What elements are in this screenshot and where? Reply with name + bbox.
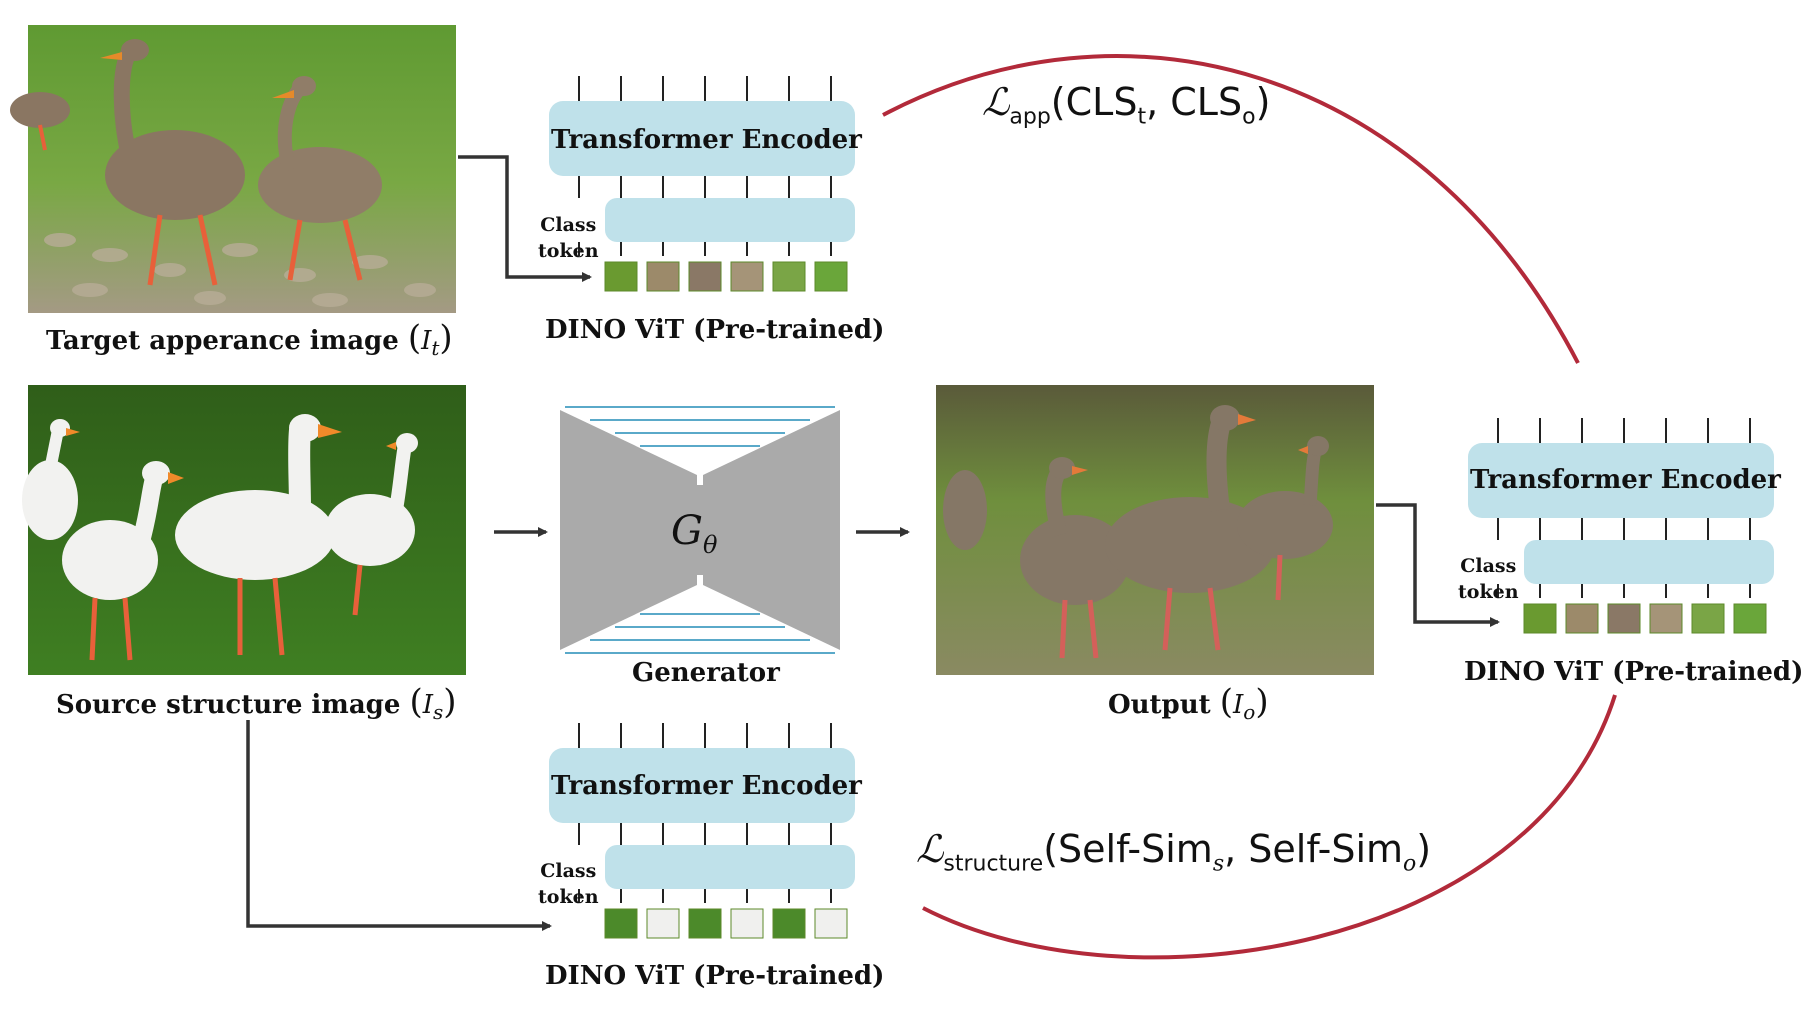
generator-block bbox=[560, 406, 840, 654]
embedding-box bbox=[605, 198, 855, 242]
embedding-box bbox=[605, 845, 855, 889]
target-appearance-image bbox=[10, 25, 456, 313]
image-patch bbox=[688, 908, 722, 939]
image-patch bbox=[1649, 603, 1683, 634]
encoder-groups bbox=[549, 76, 1774, 939]
encoder-stack-3 bbox=[1468, 418, 1774, 634]
encoder-2-title: Transformer Encoder bbox=[551, 771, 862, 801]
target-caption: Target apperance image (It) bbox=[46, 318, 453, 361]
generator-symbol: Gθ bbox=[671, 508, 718, 559]
image-patch bbox=[604, 261, 638, 292]
image-patch bbox=[1565, 603, 1599, 634]
image-patch bbox=[1523, 603, 1557, 634]
transformer-encoder-box bbox=[549, 101, 855, 176]
appearance-loss-label: ℒapp(CLSt, CLSo) bbox=[982, 80, 1271, 130]
encoder-1-caption: DINO ViT (Pre-trained) bbox=[545, 315, 885, 345]
image-patch bbox=[772, 261, 806, 292]
encoder-2-caption: DINO ViT (Pre-trained) bbox=[545, 961, 885, 991]
loss-arcs bbox=[882, 54, 1617, 960]
encoder-3-title: Transformer Encoder bbox=[1470, 465, 1781, 495]
image-patch bbox=[814, 261, 848, 292]
image-patch bbox=[730, 908, 764, 939]
encoder-stack-2 bbox=[549, 723, 855, 939]
embedding-box bbox=[1524, 540, 1774, 584]
encoder-1-title: Transformer Encoder bbox=[551, 125, 862, 155]
image-patch bbox=[604, 908, 638, 939]
source-structure-image bbox=[22, 385, 466, 675]
encoder-stack-1 bbox=[549, 76, 855, 292]
flow-arrows bbox=[246, 155, 1500, 931]
structure-loss-label: ℒstructure(Self-Sims, Self-Simo) bbox=[916, 827, 1432, 877]
image-patch bbox=[1733, 603, 1767, 634]
image-patch bbox=[1607, 603, 1641, 634]
image-patch bbox=[688, 261, 722, 292]
encoder-3-caption: DINO ViT (Pre-trained) bbox=[1464, 657, 1804, 687]
image-patch bbox=[646, 908, 680, 939]
image-patch bbox=[814, 908, 848, 939]
source-caption: Source structure image (Is) bbox=[56, 682, 457, 725]
output-caption: Output (Io) bbox=[1108, 682, 1269, 725]
transformer-encoder-box bbox=[549, 748, 855, 823]
image-patch bbox=[646, 261, 680, 292]
image-patch bbox=[730, 261, 764, 292]
transformer-encoder-box bbox=[1468, 443, 1774, 518]
image-patch bbox=[1691, 603, 1725, 634]
output-image bbox=[936, 385, 1374, 675]
generator-caption: Generator bbox=[632, 658, 780, 688]
image-patch bbox=[772, 908, 806, 939]
